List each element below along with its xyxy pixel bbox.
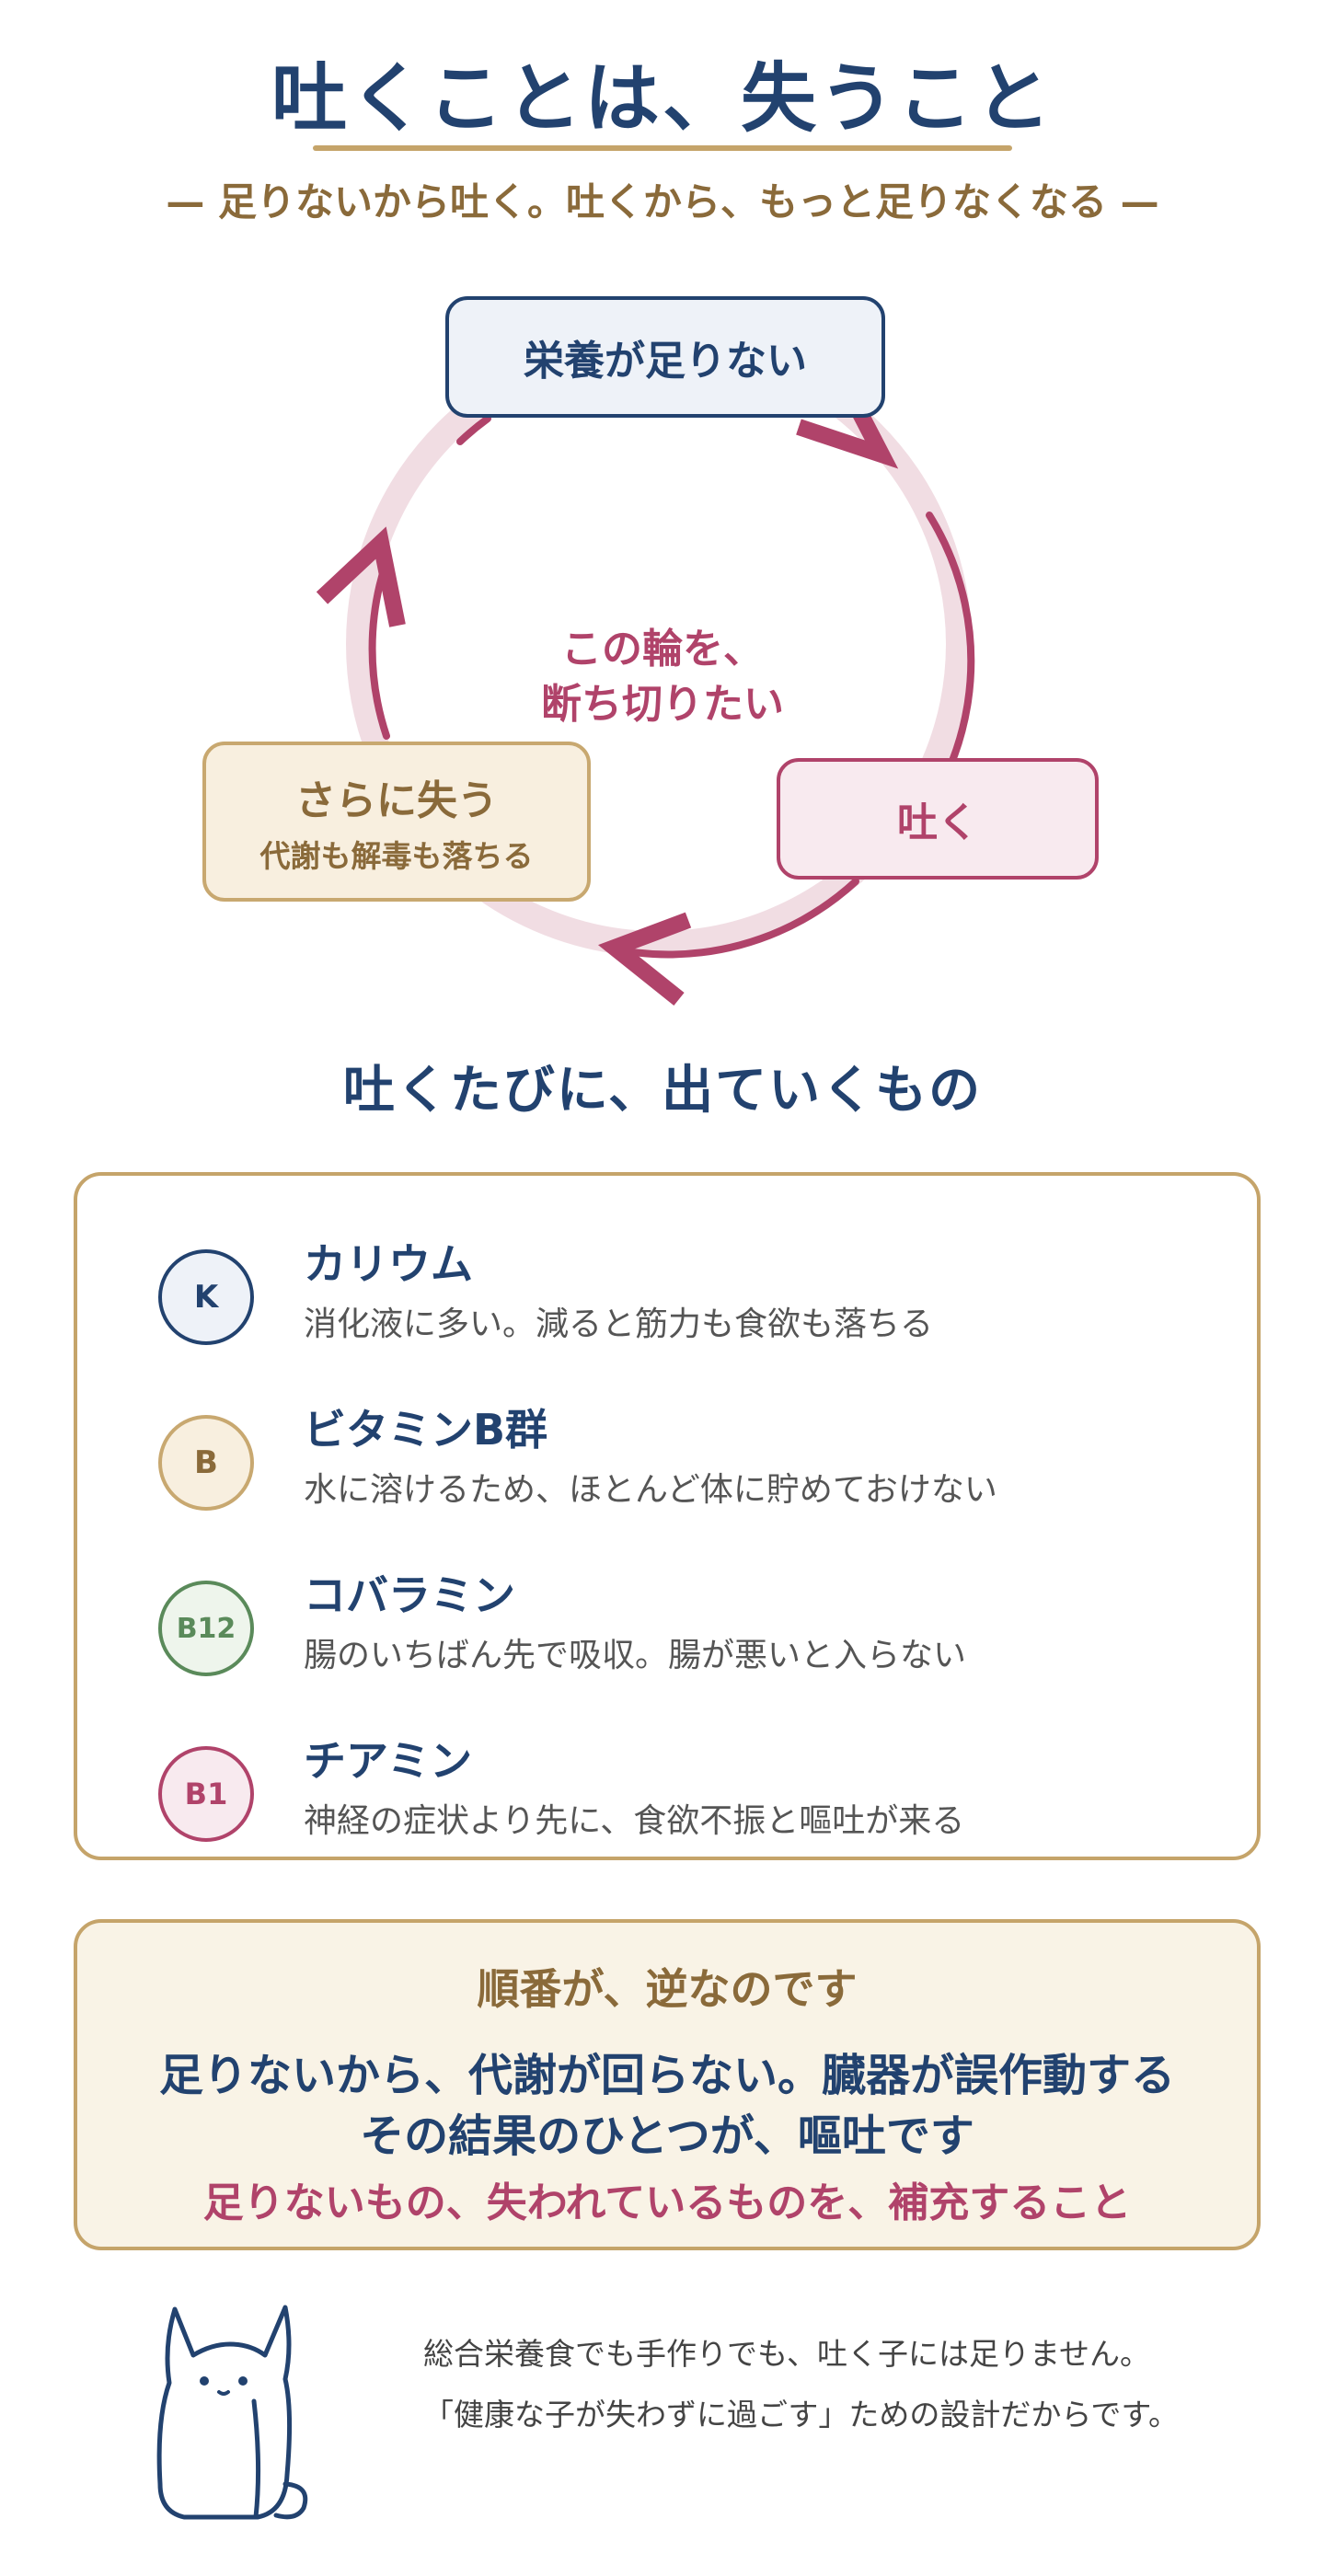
cycle-arc-bottom — [604, 878, 859, 959]
nutrient-badge: B12 — [158, 1581, 254, 1676]
nutrient-description: 神経の症状より先に、食欲不振と嘔吐が来る — [304, 1802, 965, 1840]
footer-text: 総合栄養食でも手作りでも、吐く子には足りません。 — [423, 2336, 1151, 2372]
cycle-arrowhead-top-right — [796, 400, 899, 469]
nutrient-description: 消化液に多い。減ると筋力も食欲も落ちる — [304, 1305, 934, 1343]
nutrient-name: チアミン — [304, 1736, 473, 1786]
page-subtitle: — 足りないから吐く。吐くから、もっと足りなくなる — — [166, 179, 1159, 224]
nutrient-item-thiamine: B1 チアミン 神経の症状より先に、食欲不振と嘔吐が来る — [158, 1728, 1216, 1857]
cycle-center-text: この輪を、 断ち切りたい — [478, 622, 847, 732]
cycle-node-nutrient-deficit: 栄養が足りない — [445, 296, 885, 418]
cycle-center-line: この輪を、 — [561, 626, 764, 673]
order-note-line: その結果のひとつが、嘔吐です — [360, 2110, 974, 2162]
cycle-arrowhead-bottom — [598, 912, 692, 1006]
footer-text: 「健康な子が失わずに過ごす」ための設計だからです。 — [423, 2397, 1180, 2432]
nutrient-badge: B — [158, 1415, 254, 1511]
nutrient-item-vitamin-b: B ビタミンB群 水に溶けるため、ほとんど体に貯めておけない — [158, 1397, 1216, 1525]
nutrient-name: コバラミン — [304, 1570, 515, 1620]
cycle-node-vomit: 吐く — [777, 758, 1099, 880]
nutrient-name: ビタミンB群 — [304, 1405, 548, 1455]
nutrients-heading: 吐くたびに、出ていくもの — [342, 1061, 983, 1121]
page-title: 吐くことは、失うこと — [271, 55, 1054, 143]
nutrient-item-cobalamin: B12 コバラミン 腸のいちばん先で吸収。腸が悪いと入らない — [158, 1562, 1216, 1691]
order-note-conclusion: 足りないもの、失われているものを、補充すること — [202, 2179, 1132, 2226]
cat-outline-icon — [156, 2305, 308, 2520]
cycle-node-lose-more: さらに失う 代謝も解毒も落ちる — [202, 742, 591, 902]
nutrient-item-potassium: K カリウム 消化液に多い。減ると筋力も食欲も落ちる — [158, 1231, 1216, 1360]
cycle-arrowhead-left — [316, 526, 406, 627]
nutrient-badge: K — [158, 1249, 254, 1345]
cycle-arc-top — [456, 415, 491, 445]
nutrient-description: 腸のいちばん先で吸収。腸が悪いと入らない — [304, 1637, 967, 1674]
nutrients-panel: K カリウム 消化液に多い。減ると筋力も食欲も落ちる B ビタミンB群 水に溶け… — [74, 1172, 1261, 1860]
title-underline — [313, 145, 1012, 151]
nutrient-name: カリウム — [304, 1239, 473, 1289]
cycle-node-label: さらに失う — [295, 777, 498, 824]
order-note-heading: 順番が、逆なのです — [477, 1964, 858, 2014]
cycle-center-line: 断ち切りたい — [541, 681, 784, 728]
cycle-node-label: 栄養が足りない — [524, 338, 807, 385]
cycle-node-label: 吐く — [897, 799, 978, 846]
nutrient-description: 水に溶けるため、ほとんど体に貯めておけない — [304, 1471, 997, 1509]
nutrient-badge: B1 — [158, 1746, 254, 1842]
cycle-node-sublabel: 代謝も解毒も落ちる — [259, 838, 534, 874]
order-note-panel: 順番が、逆なのです 足りないから、代謝が回らない。臓器が誤作動する その結果のひ… — [74, 1919, 1261, 2250]
order-note-line: 足りないから、代謝が回らない。臓器が誤作動する — [158, 2050, 1175, 2101]
